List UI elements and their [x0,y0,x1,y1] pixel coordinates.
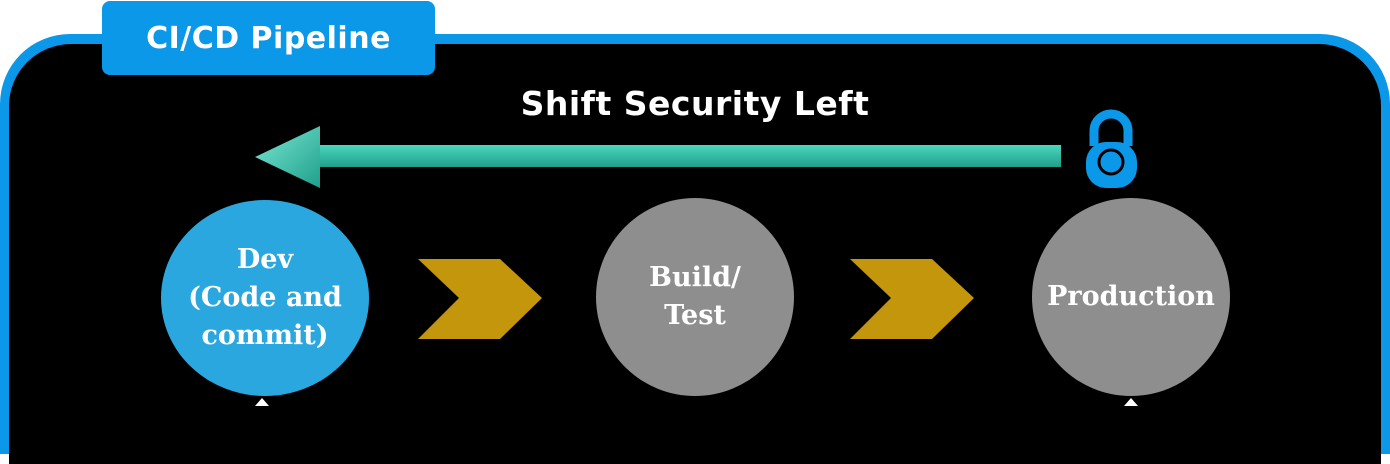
connector-tip [1124,398,1138,406]
build-stage-label-line1: Build/ [649,262,741,293]
pipeline-title-tab: CI/CD Pipeline [102,1,435,75]
diagram-graphics [255,109,1138,406]
shift-security-title: Shift Security Left [520,84,870,123]
arrow-left-icon [255,126,1061,188]
dev-stage-label-line1: Dev [236,244,294,275]
chevron-arrow-right-icon [418,259,542,339]
dev-stage-node: Dev (Code and commit) [161,200,369,396]
lock-icon [1086,109,1137,188]
production-stage-node: Production [1032,198,1230,396]
chevron-arrow-right-icon [850,259,974,339]
connector-tip [255,398,269,406]
dev-stage-label-line2: (Code and [188,282,342,313]
pipeline-title: CI/CD Pipeline [146,20,391,56]
dev-stage-label-line3: commit) [201,320,329,351]
build-test-stage-node: Build/ Test [596,198,794,396]
build-stage-label-line2: Test [664,300,726,331]
production-stage-label: Production [1047,281,1215,312]
